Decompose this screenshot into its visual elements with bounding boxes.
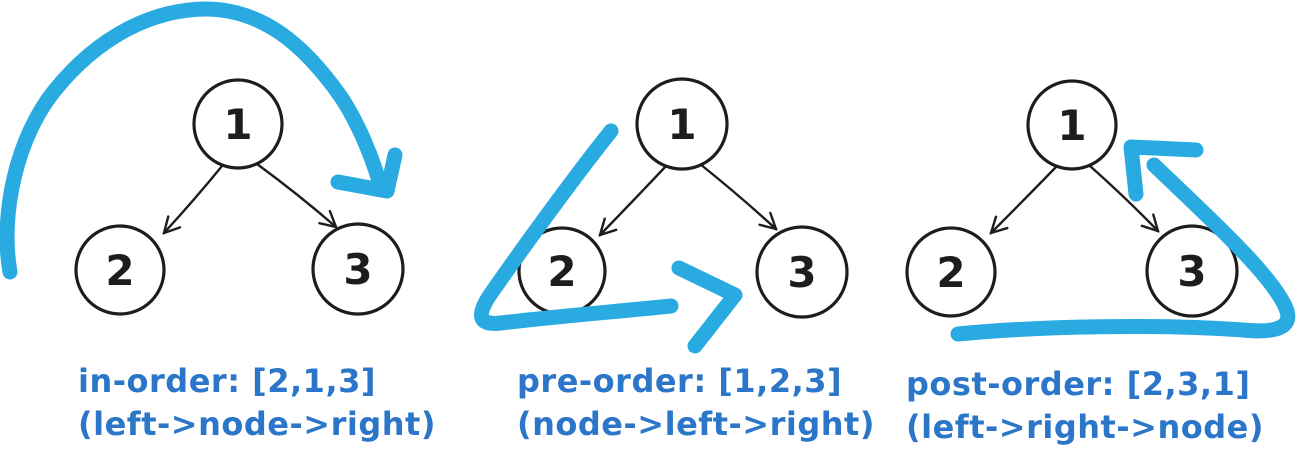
tree-node-label-left: 2 bbox=[547, 247, 576, 296]
post-order-traversal-arrow-stroke bbox=[950, 157, 1296, 342]
tree-node-circle-right bbox=[1145, 224, 1239, 318]
tree-node-label-right: 3 bbox=[1177, 247, 1206, 296]
panel-post-order: 1 2 3 bbox=[905, 79, 1296, 342]
tree-edge-root-to-right bbox=[1088, 164, 1158, 231]
tree-node-label-root: 1 bbox=[223, 100, 252, 149]
caption-pre-order-result: pre-order: [1,2,3] bbox=[517, 362, 843, 400]
tree-node-circle-right bbox=[311, 222, 405, 316]
panel-in-order: 1 2 3 bbox=[0, 1, 405, 316]
post-order-traversal-arrowhead bbox=[1123, 139, 1204, 202]
tree-node-circle-root bbox=[192, 78, 284, 170]
caption-in-order-result: in-order: [2,1,3] bbox=[78, 362, 376, 400]
in-order-traversal-arrowhead bbox=[330, 147, 403, 199]
caption-pre-order: pre-order: [1,2,3] (node->left->right) bbox=[517, 360, 875, 446]
tree-node-circle-left bbox=[905, 226, 997, 318]
pre-order-traversal-arrow-stroke bbox=[474, 123, 679, 331]
tree-edge-root-to-right bbox=[255, 162, 336, 227]
caption-in-order: in-order: [2,1,3] (left->node->right) bbox=[78, 360, 436, 446]
tree-edge-root-to-left bbox=[164, 164, 224, 233]
tree-node-label-left: 2 bbox=[105, 246, 134, 295]
tree-node-circle-right bbox=[755, 225, 849, 319]
pre-order-traversal-arrowhead bbox=[671, 260, 743, 354]
panel-pre-order: 1 2 3 bbox=[474, 77, 849, 354]
tree-node-label-right: 3 bbox=[787, 248, 816, 297]
tree-node-label-left: 2 bbox=[936, 248, 965, 297]
tree-node-circle-left bbox=[74, 224, 166, 316]
caption-in-order-rule: (left->node->right) bbox=[78, 405, 436, 443]
tree-node-label-right: 3 bbox=[343, 245, 372, 294]
tree-edge-root-to-left bbox=[600, 163, 669, 235]
in-order-traversal-arrow-stroke bbox=[0, 1, 387, 280]
caption-post-order-result: post-order: [2,3,1] bbox=[906, 365, 1251, 403]
caption-pre-order-rule: (node->left->right) bbox=[517, 405, 875, 443]
caption-post-order: post-order: [2,3,1] (left->right->node) bbox=[906, 363, 1264, 449]
tree-edge-root-to-left bbox=[991, 165, 1058, 233]
caption-post-order-rule: (left->right->node) bbox=[906, 408, 1264, 446]
tree-node-circle-root bbox=[1026, 79, 1118, 171]
tree-node-label-root: 1 bbox=[1057, 101, 1086, 150]
tree-edge-root-to-right bbox=[698, 162, 776, 229]
tree-node-circle-root bbox=[635, 77, 729, 171]
tree-node-label-root: 1 bbox=[667, 100, 696, 149]
